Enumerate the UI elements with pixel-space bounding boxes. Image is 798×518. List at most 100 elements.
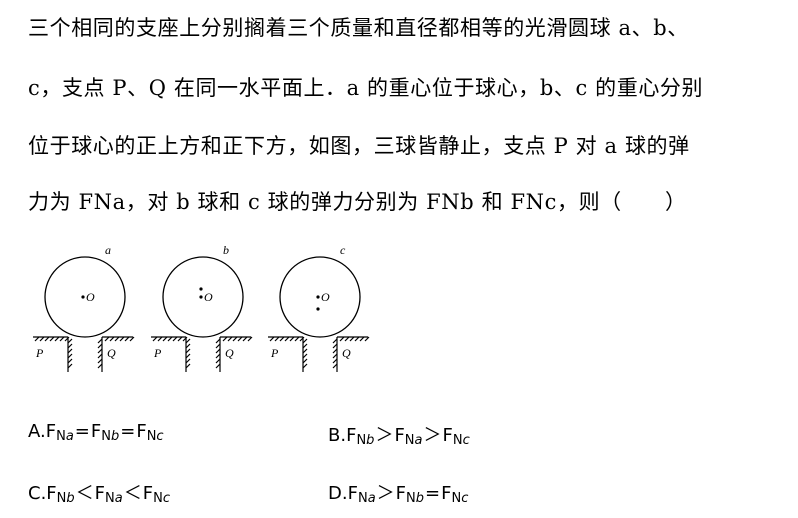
center-label: O bbox=[321, 290, 330, 304]
force-symbol: FNc bbox=[142, 483, 170, 506]
support-label-q: Q bbox=[342, 346, 351, 360]
hatch bbox=[215, 338, 221, 344]
relation-operator: = bbox=[120, 421, 136, 442]
hatch bbox=[119, 336, 125, 342]
hatch bbox=[215, 348, 221, 354]
option-a[interactable]: A.FNa=FNb=FNc bbox=[28, 421, 164, 444]
option-letter: D. bbox=[328, 483, 348, 504]
hatch bbox=[302, 363, 308, 369]
ball-circle bbox=[162, 256, 244, 338]
hatch bbox=[44, 336, 50, 342]
hatch bbox=[54, 336, 60, 342]
hatch bbox=[97, 363, 103, 369]
supports bbox=[33, 336, 135, 372]
hatch bbox=[354, 336, 360, 342]
hatch bbox=[284, 336, 290, 342]
hatch bbox=[124, 336, 130, 342]
option-b[interactable]: B.FNb＞FNa＞FNc bbox=[328, 421, 470, 448]
hatch bbox=[97, 348, 103, 354]
hatch bbox=[162, 336, 168, 342]
hatch bbox=[302, 358, 308, 364]
hatch bbox=[185, 338, 191, 344]
option-c[interactable]: C.FNb＜FNa＜FNc bbox=[28, 479, 170, 506]
hatch bbox=[302, 348, 308, 354]
hatch bbox=[185, 363, 191, 369]
option-d[interactable]: D.FNa＞FNb=FNc bbox=[328, 479, 468, 506]
center-label: O bbox=[204, 290, 213, 304]
hatch bbox=[34, 336, 40, 342]
force-symbol: FNc bbox=[136, 421, 164, 444]
question-line: c，支点 P、Q 在同一水平面上．a 的重心位于球心，b、c 的重心分别 bbox=[28, 76, 704, 100]
hatch bbox=[242, 336, 248, 342]
hatch bbox=[97, 338, 103, 344]
hatch bbox=[185, 343, 191, 349]
hatch bbox=[359, 336, 365, 342]
hatch bbox=[129, 336, 135, 342]
option-letter: A. bbox=[28, 421, 46, 442]
relation-operator: = bbox=[74, 421, 90, 442]
relation-operator: ＜ bbox=[75, 483, 94, 504]
ball-label: c bbox=[340, 243, 346, 257]
hatch bbox=[215, 363, 221, 369]
hatch bbox=[185, 353, 191, 359]
hatch bbox=[104, 336, 110, 342]
support-label-q: Q bbox=[225, 346, 234, 360]
hatch bbox=[222, 336, 228, 342]
hatch bbox=[97, 343, 103, 349]
hatch bbox=[167, 336, 173, 342]
hatch bbox=[67, 353, 73, 359]
question-line: 位于球心的正上方和正下方，如图，三球皆静止，支点 P 对 a 球的弹 bbox=[28, 134, 690, 158]
hatch bbox=[97, 353, 103, 359]
ball-label: b bbox=[223, 243, 229, 257]
ball-circle bbox=[279, 256, 361, 338]
support-label-q: Q bbox=[107, 346, 116, 360]
hatch bbox=[67, 348, 73, 354]
relation-operator: ＞ bbox=[376, 483, 395, 504]
hatch bbox=[339, 336, 345, 342]
center-dot bbox=[199, 295, 203, 299]
hatch bbox=[97, 358, 103, 364]
force-symbol: FNa bbox=[45, 421, 74, 444]
relation-operator: ＜ bbox=[123, 483, 142, 504]
hatch bbox=[182, 336, 188, 342]
supports bbox=[151, 336, 253, 372]
force-symbol: FNa bbox=[94, 483, 123, 506]
hatch bbox=[232, 336, 238, 342]
hatch bbox=[49, 336, 55, 342]
hatch bbox=[294, 336, 300, 342]
hatch bbox=[349, 336, 355, 342]
force-symbol: FNb bbox=[46, 483, 75, 506]
hatch bbox=[237, 336, 243, 342]
hatch bbox=[39, 336, 45, 342]
hatch bbox=[109, 336, 115, 342]
option-letter: B. bbox=[328, 425, 347, 446]
option-letter: C. bbox=[28, 483, 47, 504]
hatch bbox=[185, 358, 191, 364]
hatch bbox=[247, 336, 253, 342]
hatch bbox=[302, 338, 308, 344]
hatch bbox=[67, 338, 73, 344]
relation-operator: ＞ bbox=[375, 425, 394, 446]
force-symbol: FNc bbox=[441, 483, 469, 506]
hatch bbox=[302, 353, 308, 359]
hatch bbox=[274, 336, 280, 342]
hatch bbox=[332, 338, 338, 344]
hatch bbox=[157, 336, 163, 342]
hatch bbox=[64, 336, 70, 342]
hatch bbox=[279, 336, 285, 342]
ball-label: a bbox=[105, 243, 111, 257]
hatch bbox=[177, 336, 183, 342]
hatch bbox=[172, 336, 178, 342]
hatch bbox=[364, 336, 370, 342]
center-dot bbox=[81, 295, 85, 299]
supports bbox=[268, 336, 370, 372]
force-symbol: FNb bbox=[90, 421, 120, 444]
hatch bbox=[302, 343, 308, 349]
hatch bbox=[332, 343, 338, 349]
hatch bbox=[289, 336, 295, 342]
hatch bbox=[269, 336, 275, 342]
